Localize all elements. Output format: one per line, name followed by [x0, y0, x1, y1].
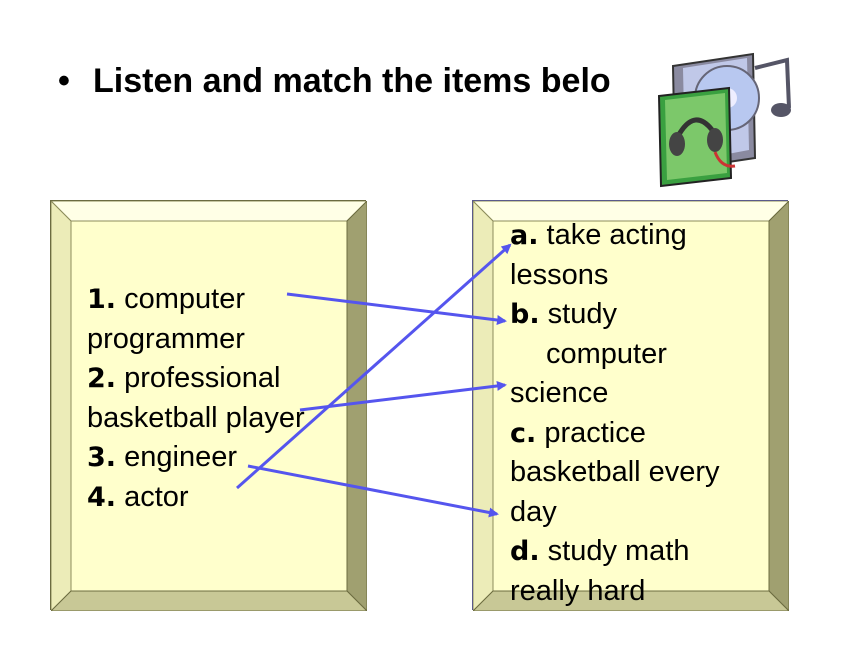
arrow-4-to-a: [236, 243, 512, 490]
item-number: 2.: [87, 363, 117, 394]
item-text: engineer: [124, 441, 237, 473]
left-card-bevel: [51, 201, 367, 611]
music-cd-headphones-icon: [657, 52, 791, 188]
arrow-1-to-b: [286, 292, 507, 325]
list-item: 4. actor: [87, 478, 357, 518]
list-item: b. study: [510, 295, 770, 335]
item-letter: a.: [510, 220, 539, 251]
list-item-cont: computer: [546, 337, 667, 370]
left-card: [50, 200, 367, 611]
item-text: practice: [544, 416, 646, 449]
list-item-cont: day: [510, 495, 557, 528]
item-text: study: [547, 298, 617, 330]
list-item-cont: really hard: [510, 574, 646, 607]
list-item-cont: programmer: [87, 322, 245, 355]
item-text: study math: [547, 535, 690, 567]
list-item: 1. computer: [87, 280, 357, 320]
item-text: computer: [124, 283, 245, 315]
list-item: a. take acting: [510, 216, 770, 256]
item-number: 4.: [87, 481, 117, 513]
item-letter: b.: [510, 299, 540, 330]
item-number: 3.: [87, 442, 117, 473]
bullet-point: •: [58, 62, 70, 100]
slide-title: Listen and match the items belo: [93, 62, 611, 100]
item-letter: c.: [510, 417, 537, 449]
list-item-cont: lessons: [510, 258, 609, 291]
item-text: actor: [124, 480, 189, 513]
activities-list: a. take acting lessons b. study computer…: [510, 216, 770, 611]
jobs-list: 1. computer programmer 2. professional b…: [87, 280, 357, 517]
right-card-bevel: [473, 201, 789, 611]
list-item: 2. professional: [87, 359, 357, 399]
list-item-cont: basketball every: [510, 456, 720, 488]
list-item: c. practice: [510, 414, 770, 454]
item-text: take acting: [546, 219, 687, 251]
list-item-cont: basketball player: [87, 401, 305, 434]
arrow-2-to-c: [299, 381, 507, 412]
list-item: d. study math: [510, 532, 770, 572]
list-item: 3. engineer: [87, 438, 357, 478]
item-number: 1.: [87, 284, 117, 315]
list-item-cont: science: [510, 377, 609, 409]
right-card: [472, 200, 789, 611]
item-text: professional: [124, 362, 281, 394]
arrow-3-to-d: [247, 464, 499, 518]
item-letter: d.: [510, 536, 540, 567]
